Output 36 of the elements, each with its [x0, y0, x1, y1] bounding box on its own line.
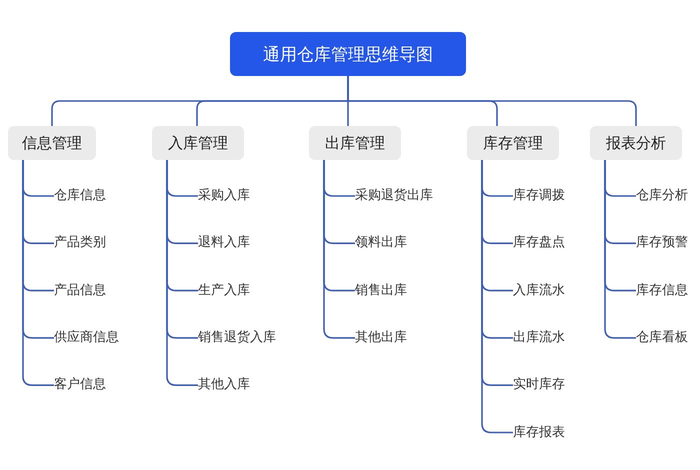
subtopic-text: 产品信息 — [54, 282, 106, 300]
branch-topic-box: 库存管理 — [467, 126, 559, 160]
connector-line — [347, 76, 637, 126]
branch-topic-box: 报表分析 — [590, 126, 682, 160]
subtopic-text: 仓库看板 — [636, 328, 688, 347]
connector-line — [481, 160, 513, 434]
connector-line — [166, 160, 198, 386]
subtopic-text: 产品类别 — [54, 234, 106, 252]
connector-line — [604, 160, 636, 339]
subtopic-text: 退料入库 — [198, 234, 250, 252]
subtopic-text: 仓库分析 — [636, 187, 688, 205]
subtopic-text: 采购入库 — [198, 187, 250, 205]
subtopic-text: 供应商信息 — [54, 328, 119, 347]
branch-topic-box: 入库管理 — [152, 126, 244, 160]
subtopic-text: 销售出库 — [355, 282, 407, 300]
subtopic-text: 其他入库 — [198, 376, 250, 394]
subtopic-text: 生产入库 — [198, 282, 250, 300]
subtopic-text: 库存调拨 — [513, 187, 565, 205]
subtopic-text: 其他出库 — [355, 328, 407, 347]
subtopic-text: 出库流水 — [513, 328, 565, 347]
subtopic-text: 入库流水 — [513, 282, 565, 300]
subtopic-text: 采购退货出库 — [355, 187, 433, 205]
subtopic-text: 库存盘点 — [513, 234, 565, 252]
subtopic-text: 库存预警 — [636, 234, 688, 252]
subtopic-text: 领料出库 — [355, 234, 407, 252]
connector-line — [323, 160, 355, 339]
subtopic-text: 实时库存 — [513, 376, 565, 394]
subtopic-text: 库存信息 — [636, 282, 688, 300]
subtopic-text: 销售退货入库 — [198, 328, 276, 347]
subtopic-text: 库存报表 — [513, 424, 565, 442]
branch-topic-box: 信息管理 — [8, 126, 96, 160]
root-topic-box: 通用仓库管理思维导图 — [230, 32, 466, 76]
subtopic-text: 客户信息 — [54, 376, 106, 394]
branch-topic-box: 出库管理 — [309, 126, 401, 160]
connector-line — [22, 160, 54, 386]
subtopic-text: 仓库信息 — [54, 187, 106, 205]
